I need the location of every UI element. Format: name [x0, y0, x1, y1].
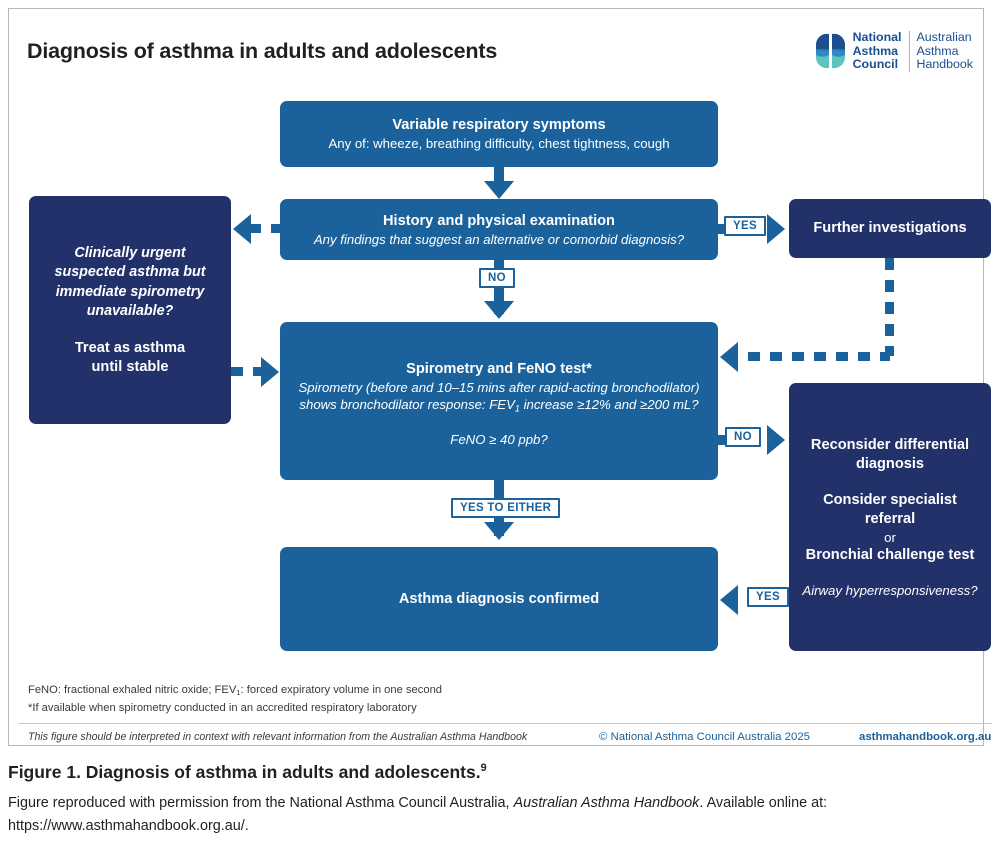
node-urgent-question: Clinically urgent suspected asthma but i…	[54, 244, 206, 320]
node-spiro-sub-line2-b: increase ≥12% and ≥200 mL?	[519, 397, 699, 412]
node-spiro-title: Spirometry and FeNO test*	[406, 361, 592, 377]
caption-body-italic: Australian Asthma Handbook	[513, 795, 700, 811]
connector-spiro-confirmed-arrow	[484, 522, 514, 540]
logo-wordmark: National Asthma Council Australian Asthm…	[852, 30, 974, 72]
node-urgent-action-line1: Treat as asthma	[74, 339, 186, 356]
logo-text-asthma-2: Asthma	[916, 43, 959, 58]
node-symptoms-subtitle: Any of: wheeze, breathing difficulty, ch…	[328, 136, 670, 151]
node-spiro-sub-line2-a: shows bronchodilator response: FEV	[299, 397, 515, 412]
caption-body: Figure reproduced with permission from t…	[8, 792, 983, 838]
connector-further-left-dashed	[748, 352, 890, 361]
footer-copyright: © National Asthma Council Australia 2025	[599, 731, 811, 743]
connector-reconsider-yes-arrow	[720, 585, 738, 615]
node-reconsider-line4: referral	[864, 510, 916, 527]
connector-spiro-no-arrow	[767, 425, 785, 455]
label-history-yes: YES	[724, 216, 766, 236]
connector-history-spiro-arrow	[484, 301, 514, 319]
footnote-abbrev-a: FeNO: fractional exhaled nitric oxide; F…	[28, 684, 237, 696]
caption-superscript: 9	[480, 762, 487, 775]
node-history-subtitle: Any findings that suggest an alternative…	[313, 231, 685, 247]
node-history-title: History and physical examination	[383, 212, 615, 229]
label-yes-to-either: YES TO EITHER	[451, 498, 561, 518]
connector-further-spiro-arrow	[720, 342, 738, 372]
node-confirmed-title: Asthma diagnosis confirmed	[398, 590, 600, 607]
caption-body-part2: . Available online at: https://www.asthm…	[8, 795, 828, 834]
node-further-investigations[interactable]: Further investigations	[789, 199, 991, 258]
node-reconsider-line7: Airway hyperresponsiveness?	[802, 582, 978, 598]
logo-text-asthma: Asthma	[852, 43, 899, 58]
caption-title: Figure 1. Diagnosis of asthma in adults …	[8, 762, 487, 783]
node-further-title: Further investigations	[813, 220, 967, 236]
node-reconsider-line2: diagnosis	[855, 455, 925, 472]
logo-text-council: Council	[852, 57, 899, 72]
figure-title: Diagnosis of asthma in adults and adoles…	[27, 39, 498, 63]
national-asthma-council-logo: National Asthma Council Australian Asthm…	[815, 30, 974, 72]
footer-bar	[18, 723, 992, 754]
logo-divider	[908, 31, 910, 72]
node-spiro-sub-line3: FeNO ≥ 40 ppb?	[450, 431, 548, 447]
figure-frame: Diagnosis of asthma in adults and adoles…	[8, 8, 992, 746]
node-history-physical-examination[interactable]: History and physical examination Any fin…	[280, 199, 718, 260]
node-spiro-sub-line1: Spirometry (before and 10–15 mins after …	[298, 380, 700, 395]
node-reconsider-line6: Bronchial challenge test	[805, 546, 975, 563]
connector-history-urgent-arrow	[233, 214, 251, 244]
logo-text-handbook: Handbook	[916, 57, 974, 72]
connector-symptoms-history-arrow	[484, 181, 514, 199]
connector-urgent-spiro-arrow	[261, 357, 279, 387]
logo-right-column: Australian Asthma Handbook	[916, 30, 974, 72]
connector-history-urgent-dashed	[249, 224, 283, 233]
node-asthma-diagnosis-confirmed[interactable]: Asthma diagnosis confirmed	[280, 547, 718, 651]
node-spirometry-feno-test[interactable]: Spirometry and FeNO test* Spirometry (be…	[280, 322, 718, 480]
node-reconsider-line5: or	[884, 529, 896, 545]
footnote-abbreviations: FeNO: fractional exhaled nitric oxide; F…	[28, 682, 442, 701]
footer-url[interactable]: asthmahandbook.org.au	[859, 731, 992, 743]
node-symptoms-title: Variable respiratory symptoms	[392, 117, 606, 133]
connector-urgent-spiro-dashed	[231, 367, 263, 376]
node-reconsider-line1: Reconsider differential	[810, 436, 970, 453]
connector-symptoms-history-line	[494, 167, 504, 187]
caption-body-part1: Figure reproduced with permission from t…	[8, 795, 514, 811]
footer-interpretation-note: This figure should be interpreted in con…	[28, 731, 528, 743]
lungs-icon	[815, 31, 846, 71]
node-reconsider-line3: Consider specialist	[823, 491, 957, 508]
node-urgent-action-line2: until stable	[91, 358, 169, 375]
label-history-no: NO	[479, 268, 515, 288]
logo-text-australian: Australian	[916, 30, 972, 44]
logo-left-column: National Asthma Council	[852, 30, 902, 72]
footnote-fev-subscript: 1	[236, 688, 241, 698]
footnote-asterisk: *If available when spirometry conducted …	[28, 702, 417, 714]
connector-further-down-dashed	[885, 258, 894, 356]
node-variable-respiratory-symptoms[interactable]: Variable respiratory symptoms Any of: wh…	[280, 101, 718, 167]
node-spiro-fev-subscript: 1	[514, 403, 520, 414]
node-reconsider-differential-diagnosis[interactable]: Reconsider differential diagnosis Consid…	[789, 383, 991, 651]
footnote-abbrev-b: : forced expiratory volume in one second	[240, 684, 443, 696]
logo-text-national: National	[852, 30, 902, 44]
connector-history-yes-arrow	[767, 214, 785, 244]
node-clinically-urgent[interactable]: Clinically urgent suspected asthma but i…	[29, 196, 231, 424]
label-reconsider-yes: YES	[747, 587, 789, 607]
caption-title-text: Figure 1. Diagnosis of asthma in adults …	[8, 762, 481, 782]
node-spiro-sub-line2: shows bronchodilator response: FEV1 incr…	[299, 396, 698, 418]
label-spiro-no: NO	[725, 427, 761, 447]
